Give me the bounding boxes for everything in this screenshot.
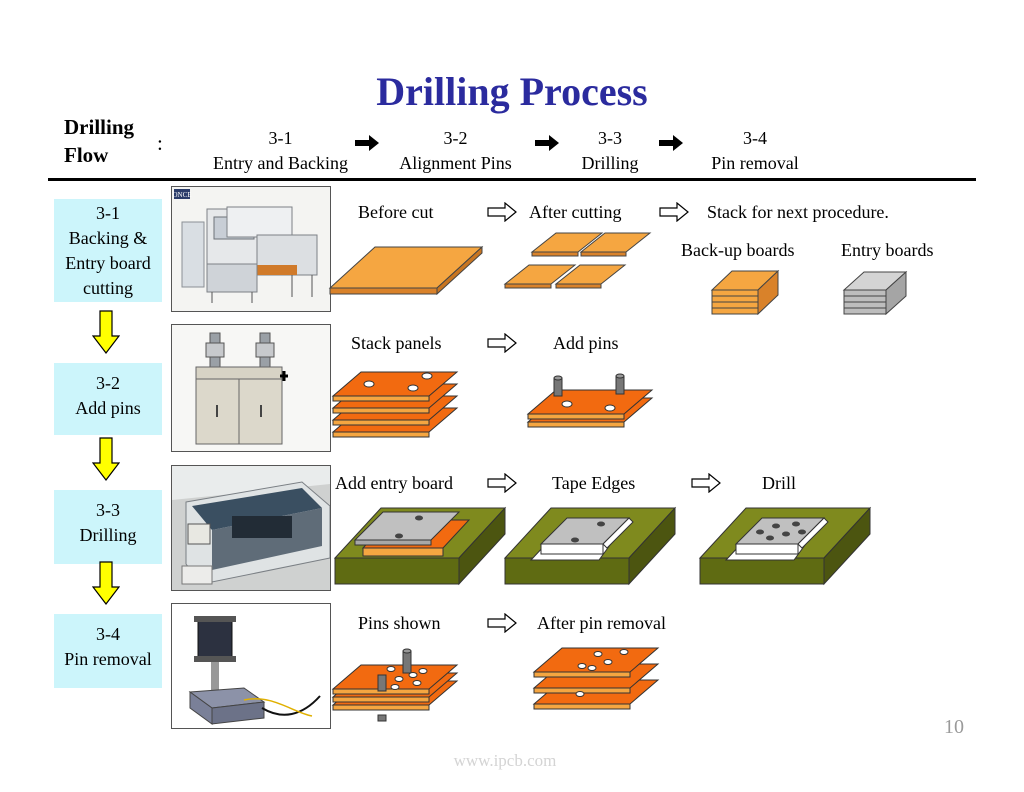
flow-step-number: 3-3 [598, 128, 622, 148]
down-arrow-icon [92, 561, 120, 605]
stack-with-pins [331, 648, 459, 722]
stack-after-pin-removal [532, 647, 660, 710]
flow-step-3: 3-3 Drilling [560, 126, 660, 176]
step-text: Pin removal [64, 649, 152, 669]
flow-step-name: Entry and Backing [213, 153, 348, 173]
header-divider [48, 178, 976, 181]
footer-watermark: www.ipcb.com [453, 751, 557, 770]
cutting-machine-photo: ONCE [171, 186, 331, 312]
step-box-3-1: 3-1 Backing & Entry board cutting [54, 199, 162, 302]
label-backup-boards: Back-up boards [681, 240, 795, 260]
flow-step-name: Drilling [581, 153, 639, 173]
entry-board-stack [842, 270, 908, 316]
uncut-board [328, 245, 484, 296]
row1-illustrations [328, 232, 780, 316]
label-after-pin-removal: After pin removal [537, 613, 666, 633]
drilled-board-on-base [698, 506, 872, 586]
pin-removal-machine-photo [171, 603, 331, 729]
process-arrow-icon [487, 333, 517, 353]
flow-step-number: 3-4 [743, 128, 767, 148]
label-stack-next: Stack for next procedure. [707, 202, 889, 222]
label-before-cut: Before cut [358, 202, 434, 222]
label-add-entry-board: Add entry board [335, 473, 453, 493]
step-box-3-4: 3-4 Pin removal [54, 614, 162, 688]
label-after-cutting: After cutting [529, 202, 622, 222]
panels-with-pins [526, 373, 654, 428]
flow-step-1: 3-1 Entry and Backing [198, 126, 363, 176]
step-text: 3-3 [96, 500, 120, 520]
label-stack-panels: Stack panels [351, 333, 442, 353]
label-tape-edges: Tape Edges [552, 473, 636, 493]
backup-board-stack [710, 269, 780, 316]
label-pins-shown: Pins shown [358, 613, 441, 633]
step-text: 3-2 [96, 373, 120, 393]
down-arrow-icon [92, 437, 120, 481]
step-text: Entry board [65, 253, 151, 273]
step-box-3-3: 3-3 Drilling [54, 490, 162, 564]
flow-colon: : [157, 131, 163, 155]
step-box-3-2: 3-2 Add pins [54, 363, 162, 435]
process-arrow-icon [659, 202, 689, 222]
flow-arrow-icon [355, 135, 379, 151]
process-arrow-icon [691, 473, 721, 493]
drilling-machine-photo [171, 465, 331, 591]
flow-step-number: 3-1 [268, 128, 293, 148]
flow-step-2: 3-2 Alignment Pins [383, 126, 528, 176]
flow-step-name: Alignment Pins [399, 153, 512, 173]
stacked-panels [331, 371, 459, 438]
pin-machine-photo [171, 324, 331, 452]
flow-arrow-icon [535, 135, 559, 151]
flow-step-name: Pin removal [711, 153, 799, 173]
photo-logo: ONCE [172, 191, 191, 199]
taped-edges-on-base [503, 506, 677, 586]
cut-pieces [503, 232, 652, 289]
process-arrow-icon [487, 613, 517, 633]
down-arrow-icon [92, 310, 120, 354]
page-number: 10 [944, 716, 964, 738]
flow-arrow-icon [659, 135, 683, 151]
step-text: 3-4 [96, 624, 120, 644]
flow-step-4: 3-4 Pin removal [690, 126, 820, 176]
step-text: 3-1 [96, 203, 120, 223]
process-arrow-icon [487, 473, 517, 493]
label-drill: Drill [762, 473, 796, 493]
page-title: Drilling Process [376, 69, 648, 114]
flow-label-line1: Drilling [64, 115, 135, 139]
entry-board-on-base [333, 506, 507, 586]
flow-label-line2: Flow [64, 143, 109, 167]
label-entry-boards: Entry boards [841, 240, 934, 260]
step-text: cutting [83, 278, 133, 298]
step-text: Backing & [68, 228, 148, 248]
flow-step-number: 3-2 [443, 128, 468, 148]
drilling-flow-label: Drilling Flow [64, 113, 134, 169]
step-text: Drilling [79, 525, 137, 545]
process-arrow-icon [487, 202, 517, 222]
step-text: Add pins [75, 398, 141, 418]
label-add-pins: Add pins [553, 333, 619, 353]
